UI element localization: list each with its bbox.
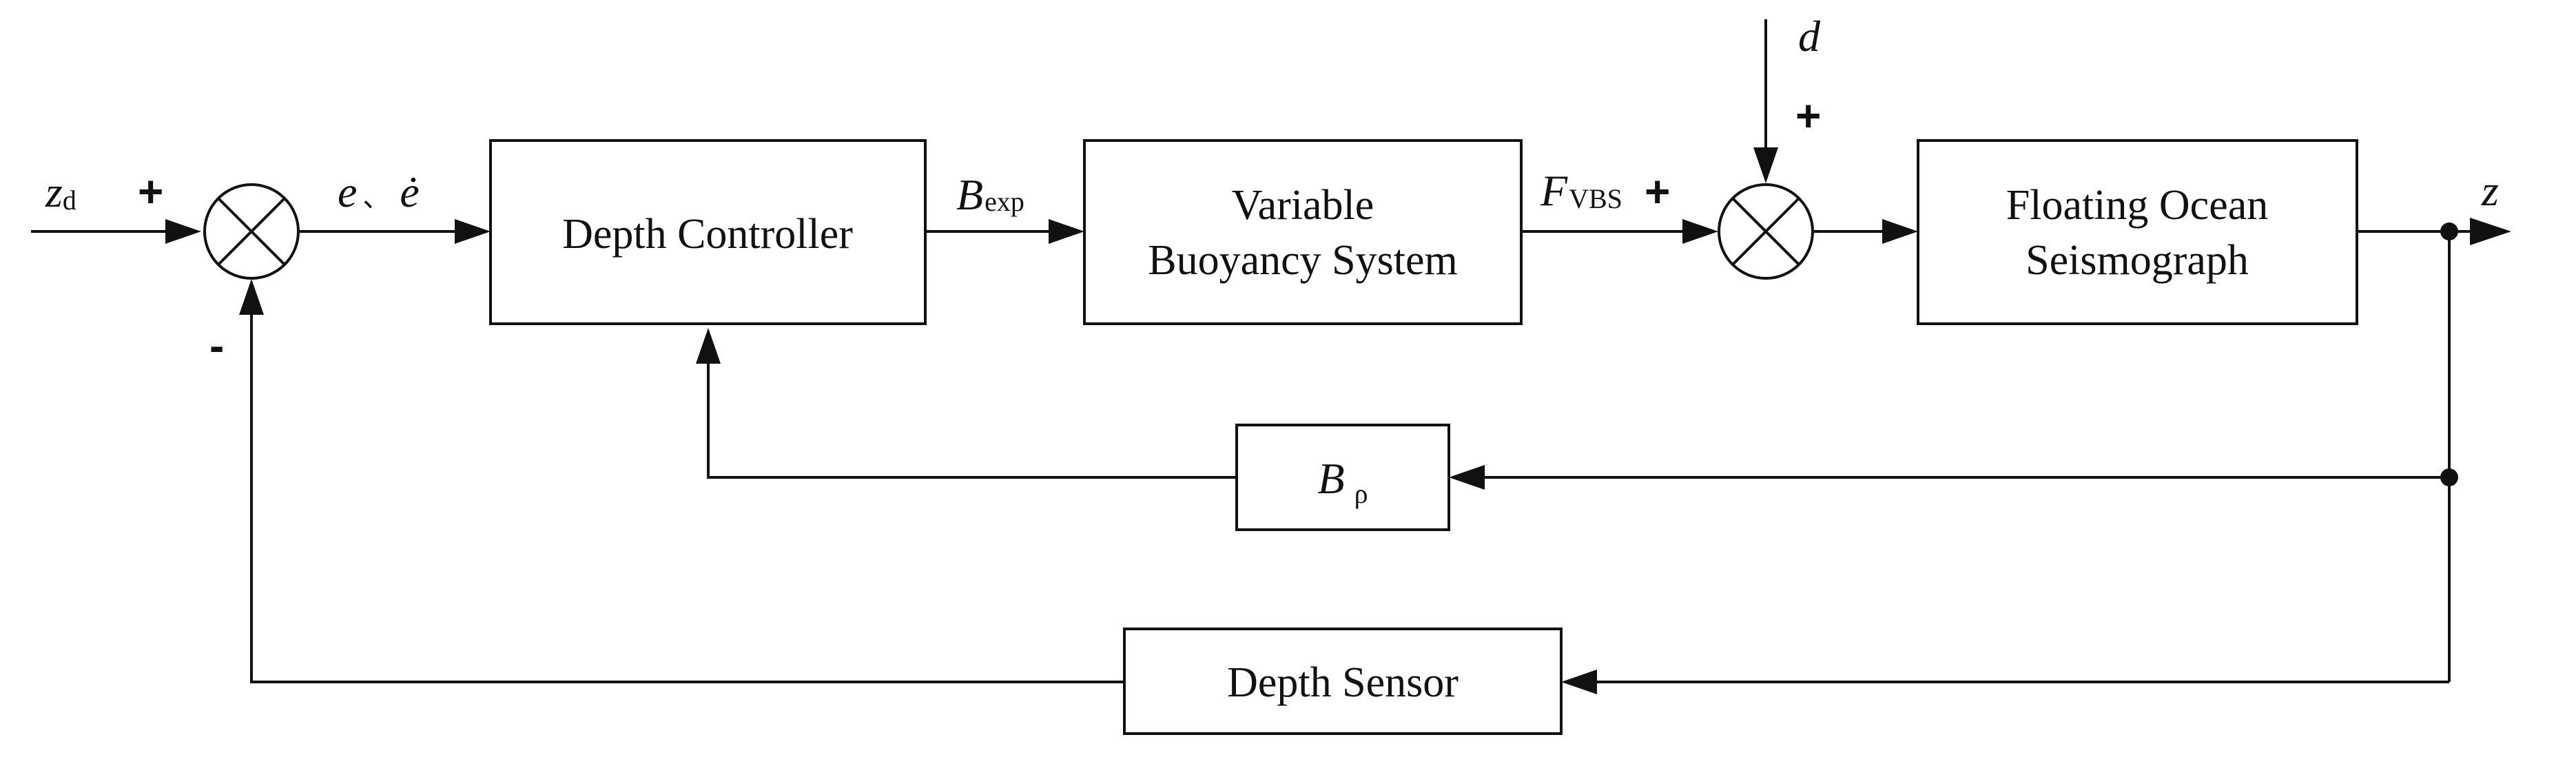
input-arrowhead [165, 219, 201, 244]
sensor-to-sum1-line [250, 313, 1124, 683]
output-arrowhead [2470, 218, 2511, 245]
error-edot: ė [400, 167, 419, 216]
zd-sub: d [63, 185, 76, 216]
depth-controller-label: Depth Controller [562, 211, 853, 258]
disturbance-arrowhead [1753, 147, 1778, 183]
depth-sensor-block: Depth Sensor [1123, 628, 1563, 735]
bexp-arrowhead [1049, 219, 1084, 244]
b-rho-main: B [1317, 454, 1344, 503]
floating-ocean-label-line1: Floating Ocean [2006, 182, 2269, 229]
variable-buoyancy-label-line2: Buoyancy System [1148, 237, 1457, 284]
brho-to-controller-line [707, 364, 1237, 479]
error-e: e [338, 167, 357, 216]
depth-sensor-label: Depth Sensor [1227, 659, 1459, 706]
variable-buoyancy-system-block: Variable Buoyancy System [1083, 139, 1523, 325]
bexp-signal-label: Bexp [956, 170, 1024, 219]
zd-main: z [45, 167, 63, 216]
disturbance-signal-label: d [1798, 12, 1821, 61]
output-signal-label: z [2481, 166, 2499, 215]
brho-to-controller-arrowhead [696, 328, 721, 364]
zd-signal-label: zd [45, 167, 76, 216]
sum1-plus-sign: + [138, 167, 163, 216]
summing-junction-2 [1718, 183, 1814, 280]
bexp-sub: exp [985, 186, 1024, 217]
sum2-left-plus-sign: + [1645, 167, 1670, 216]
variable-buoyancy-label-line1: Variable [1232, 182, 1374, 229]
error-arrowhead [455, 219, 491, 244]
sum2-output-arrowhead [1882, 219, 1918, 244]
depth-controller-block: Depth Controller [489, 139, 927, 325]
feedback-junction-dot [2440, 468, 2458, 486]
floating-ocean-seismograph-block: Floating Ocean Seismograph [1917, 139, 2358, 325]
sum1-minus-sign: - [209, 321, 224, 371]
brho-feedback-arrowhead [1449, 465, 1485, 490]
summing-junction-1 [203, 183, 300, 280]
bexp-main: B [956, 170, 983, 219]
error-signal-label: e、 ė [338, 167, 420, 216]
fvbs-arrowhead [1682, 219, 1718, 244]
sum2-top-plus-sign: + [1795, 91, 1821, 141]
output-junction-dot [2440, 222, 2458, 240]
fvbs-main: F [1540, 166, 1568, 215]
sensor-to-sum1-arrowhead [239, 279, 264, 315]
fvbs-signal-label: FVBS [1540, 166, 1622, 215]
fvbs-sub: VBS [1569, 183, 1622, 214]
b-rho-sub: ρ [1354, 478, 1368, 509]
sensor-feedback-arrowhead [1561, 670, 1597, 694]
error-separator: 、 [362, 182, 390, 213]
floating-ocean-label-line2: Seismograph [2026, 237, 2249, 284]
